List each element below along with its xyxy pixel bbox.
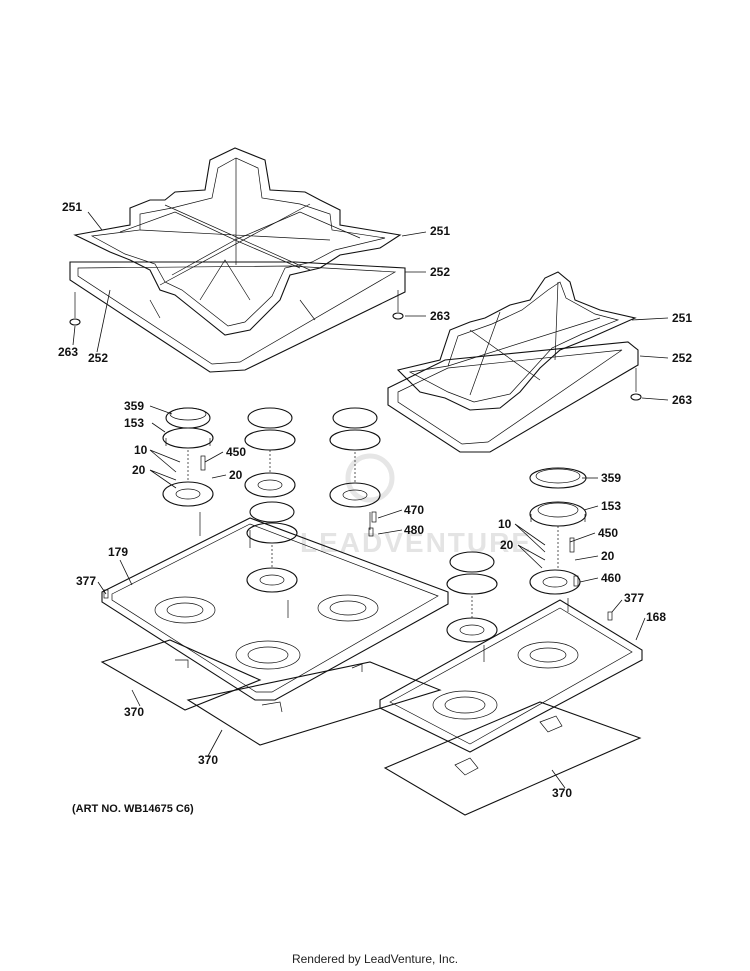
label-251: 251 (672, 311, 692, 325)
label-263: 263 (672, 393, 692, 407)
label-450: 450 (226, 445, 246, 459)
label-252: 252 (430, 265, 450, 279)
label-251: 251 (430, 224, 450, 238)
label-252: 252 (88, 351, 108, 365)
left-cooktop-plate (101, 517, 449, 701)
label-263: 263 (58, 345, 78, 359)
label-20: 20 (500, 538, 514, 552)
watermark-logo (345, 453, 395, 503)
label-153: 153 (601, 499, 621, 513)
label-377: 377 (624, 591, 644, 605)
label-179: 179 (108, 545, 128, 559)
label-470: 470 (404, 503, 424, 517)
hardware-pins (103, 455, 613, 621)
label-252: 252 (672, 351, 692, 365)
label-10: 10 (498, 517, 512, 531)
label-10: 10 (134, 443, 148, 457)
label-359: 359 (601, 471, 621, 485)
art-number: (ART NO. WB14675 C6) (72, 803, 194, 815)
label-251: 251 (62, 200, 82, 214)
left-burner-set (162, 407, 381, 618)
label-370: 370 (198, 753, 218, 767)
label-377: 377 (76, 574, 96, 588)
right-grate-assembly (387, 271, 642, 453)
label-168: 168 (646, 610, 666, 624)
part-labels: 251 251 252 263 263 252 251 252 263 359 … (58, 200, 692, 800)
watermark-text: LEADVENTURE (300, 527, 532, 558)
right-insulation-pad (383, 701, 642, 816)
label-20: 20 (601, 549, 615, 563)
label-20: 20 (229, 468, 243, 482)
label-153: 153 (124, 416, 144, 430)
footer-credit: Rendered by LeadVenture, Inc. (291, 952, 459, 966)
left-grate-assembly (69, 147, 406, 373)
label-263: 263 (430, 309, 450, 323)
right-cooktop-plate (379, 599, 643, 753)
label-359: 359 (124, 399, 144, 413)
label-450: 450 (598, 526, 618, 540)
label-20: 20 (132, 463, 146, 477)
left-insulation-pads (100, 639, 442, 746)
label-480: 480 (404, 523, 424, 537)
label-460: 460 (601, 571, 621, 585)
label-370: 370 (552, 786, 572, 800)
label-370: 370 (124, 705, 144, 719)
leader-lines (72, 211, 669, 789)
right-burner-set (446, 467, 587, 662)
